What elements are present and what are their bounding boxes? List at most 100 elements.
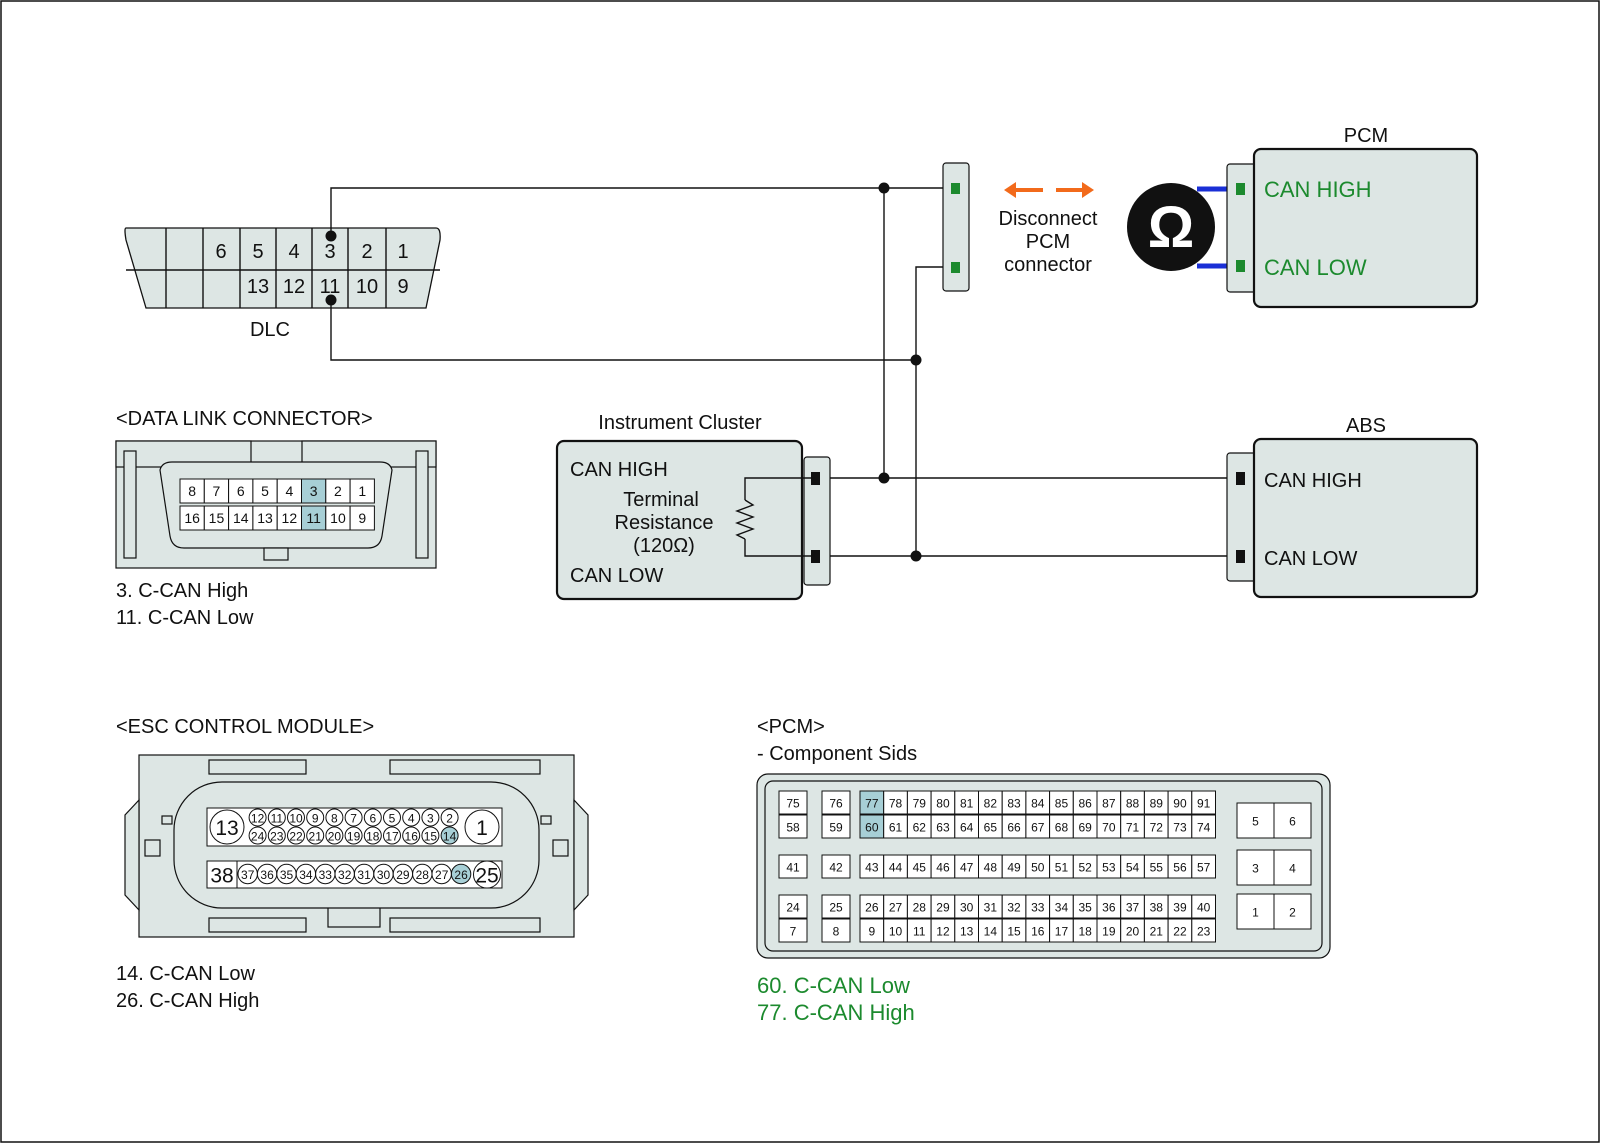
pin-label: 29 <box>936 901 950 915</box>
pin-label: 2 <box>446 812 453 826</box>
pin-75: 75 <box>778 790 808 815</box>
pin-label: 12 <box>251 812 265 826</box>
pin-label: 25 <box>475 865 498 888</box>
pin-label: 86 <box>1078 797 1092 811</box>
pin-label: 17 <box>1055 925 1069 939</box>
pin-68: 68 <box>1049 814 1074 839</box>
pin-76: 76 <box>821 790 851 815</box>
pin-45: 45 <box>906 854 932 879</box>
pin-2: 2 <box>1273 893 1312 930</box>
pin-43: 43 <box>859 854 885 879</box>
pin-label: 6 <box>1289 815 1296 829</box>
pin-35: 35 <box>1072 894 1098 919</box>
pin-36: 36 <box>256 863 278 885</box>
pin-label: 43 <box>865 861 879 875</box>
pin-24: 24 <box>778 894 808 919</box>
pin-15: 15 <box>421 826 440 845</box>
pin-37: 37 <box>1120 894 1145 919</box>
pin-label: 52 <box>1078 861 1092 875</box>
pin-18: 18 <box>363 826 382 845</box>
pin-label: 72 <box>1150 821 1164 835</box>
pin-label: 13 <box>257 510 273 526</box>
splice-high-top <box>878 182 890 194</box>
pin-1: 1 <box>1236 893 1275 930</box>
wire-can-high-dlc <box>330 187 955 236</box>
pin-9: 9 <box>859 918 885 943</box>
pin-55: 55 <box>1143 854 1169 879</box>
ohmmeter: Ω <box>1127 183 1242 271</box>
pin-4: 4 <box>1273 849 1312 886</box>
pcm-connector-title: <PCM> <box>757 716 825 738</box>
pin-61: 61 <box>883 814 908 839</box>
abs-can-high-label: CAN HIGH <box>1264 470 1362 492</box>
pcm-pin-low <box>1236 260 1245 272</box>
ohmmeter-icon <box>1127 183 1215 271</box>
pin-58: 58 <box>778 814 808 839</box>
pin-32: 32 <box>1001 894 1027 919</box>
pin-6: 6 <box>228 478 254 504</box>
pin-label: 5 <box>389 812 396 826</box>
pin-label: 23 <box>1197 925 1211 939</box>
pin-88: 88 <box>1120 790 1145 815</box>
pin-label: 11 <box>306 510 321 526</box>
pin-label: 22 <box>289 830 303 844</box>
pin-77: 77 <box>859 790 885 815</box>
dlc-pin-label: 6 <box>215 241 226 263</box>
pin-37: 37 <box>237 863 258 885</box>
pin-label: 13 <box>215 817 238 840</box>
pin-65: 65 <box>978 814 1003 839</box>
pin-label: 18 <box>1078 925 1092 939</box>
pin-label: 44 <box>889 861 903 875</box>
pin-1: 1 <box>464 809 500 845</box>
pin-89: 89 <box>1143 790 1169 815</box>
pin-label: 3 <box>310 483 318 499</box>
pin-label: 7 <box>350 812 357 826</box>
pin-label: 16 <box>1031 925 1045 939</box>
pin-52: 52 <box>1072 854 1098 879</box>
pin-33: 33 <box>315 863 336 885</box>
pcm-can-high-label: CAN HIGH <box>1264 177 1372 202</box>
pin-69: 69 <box>1072 814 1098 839</box>
pin-87: 87 <box>1096 790 1122 815</box>
splice-low-bus <box>910 550 922 562</box>
pin-label: 36 <box>260 868 274 882</box>
pin-label: 28 <box>913 901 927 915</box>
pin-24: 24 <box>248 826 267 845</box>
pin-label: 48 <box>984 861 998 875</box>
splice-high-bus <box>878 472 890 484</box>
pin-81: 81 <box>954 790 979 815</box>
pin-25: 25 <box>473 860 501 889</box>
pin-label: 5 <box>1252 815 1259 829</box>
svg-text:Disconnect: Disconnect <box>999 208 1098 230</box>
pin-label: 20 <box>328 830 342 844</box>
pin-40: 40 <box>1191 894 1217 919</box>
pin-78: 78 <box>883 790 908 815</box>
pin-label: 26 <box>865 901 879 915</box>
pin-label: 50 <box>1031 861 1045 875</box>
pin-label: 77 <box>865 797 879 811</box>
pin-label: 31 <box>357 868 371 882</box>
pin-label: 65 <box>984 821 998 835</box>
pin-63: 63 <box>930 814 956 839</box>
pin-10: 10 <box>287 808 305 827</box>
pin-5: 5 <box>383 808 401 827</box>
pin-33: 33 <box>1025 894 1051 919</box>
pin-label: 40 <box>1197 901 1211 915</box>
pin-22: 22 <box>1167 918 1193 943</box>
pin-13: 13 <box>954 918 979 943</box>
pin-label: 80 <box>936 797 950 811</box>
dlc-pin11-terminal <box>325 294 337 306</box>
pin-label: 9 <box>312 812 319 826</box>
pcm-pin-high <box>1236 183 1245 195</box>
pin-label: 76 <box>829 797 843 811</box>
pin-47: 47 <box>954 854 979 879</box>
svg-text:26. C-CAN High: 26. C-CAN High <box>116 990 259 1012</box>
cluster-box <box>555 439 804 601</box>
dlc-label: DLC <box>250 319 290 341</box>
pin-label: 78 <box>889 797 903 811</box>
pin-10: 10 <box>325 505 351 531</box>
